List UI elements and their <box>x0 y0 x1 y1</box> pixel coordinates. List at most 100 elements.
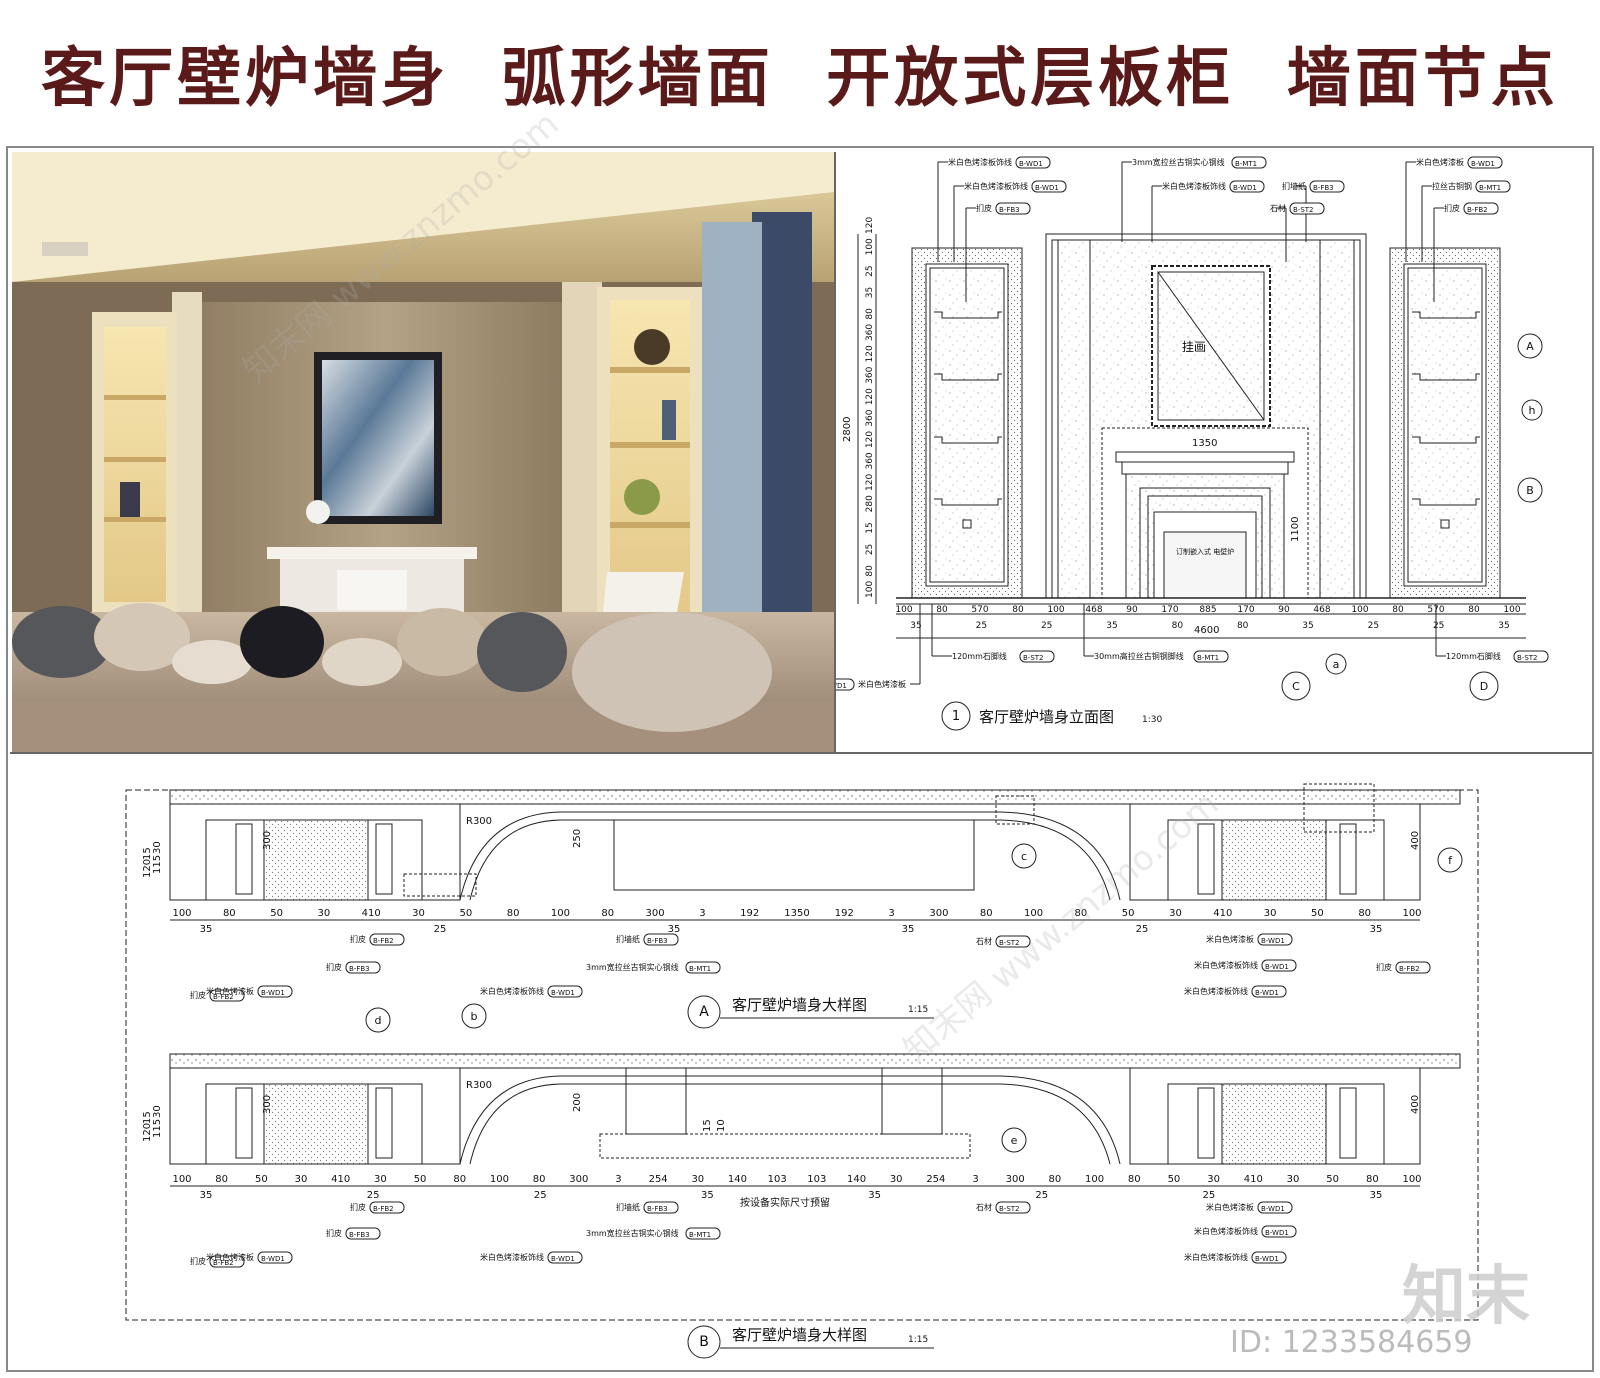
sb-dim-16: 103 <box>807 1174 826 1185</box>
sa-dim2-2: 35 <box>668 924 681 935</box>
sa-dim-11: 3 <box>699 908 705 919</box>
elev-bot-tag-1-badge <box>1193 650 1229 663</box>
sb-label-4: 米白色烤漆板饰线 <box>480 1252 544 1262</box>
sb-dim-3: 30 <box>295 1174 308 1185</box>
elev-bot-tag-1: B-MT1 <box>1197 654 1219 662</box>
sa-label-3: 米白色烤漆板 <box>206 986 254 996</box>
sb-label-0: 扪皮 <box>350 1202 366 1212</box>
sb-tag-5-badge <box>643 1201 679 1214</box>
sb-tag-8-badge <box>1257 1201 1293 1214</box>
sb-dim-22: 80 <box>1049 1174 1062 1185</box>
sa-tag-1-badge <box>209 989 245 1002</box>
elev-top-tag-4-badge <box>1229 180 1265 193</box>
elev-bot-label-2: 米白色烤漆板 <box>858 679 906 689</box>
living-room-photo <box>12 152 834 752</box>
elev-dim-a-16: 100 <box>1503 605 1520 615</box>
elev-top-label-7: 米白色烤漆板 <box>1416 157 1464 167</box>
elev-dim-a-8: 885 <box>1199 605 1216 615</box>
fire-height-dim: 1100 <box>1290 517 1301 542</box>
elev-dim-b-0: 35 <box>910 621 921 631</box>
marker-B: B <box>1526 484 1534 497</box>
sa-dim2-1: 25 <box>434 924 447 935</box>
sb-dim2-7: 35 <box>1370 1190 1383 1201</box>
sb-tag-1: B-FB2 <box>213 1259 234 1267</box>
marker-e: e <box>1011 1134 1018 1147</box>
sb-dim2-1: 25 <box>367 1190 380 1201</box>
sb-dim-6: 50 <box>414 1174 427 1185</box>
sb-label-6: 3mm宽拉丝古铜实心钢线 <box>586 1228 679 1238</box>
elev-dim-a-4: 100 <box>1047 605 1064 615</box>
sa-tag-7-badge <box>995 935 1031 948</box>
section-a-radius: R300 <box>466 816 492 827</box>
sb-tag-0-badge <box>369 1201 405 1214</box>
sa-dim-4: 410 <box>362 908 381 919</box>
sb-tag-4-badge <box>547 1251 583 1264</box>
height-dim: 2800 <box>842 417 853 442</box>
section-b-letter: B <box>699 1334 709 1350</box>
elev-top-label-6: 石材 <box>1270 203 1286 213</box>
sb-dim-8: 100 <box>490 1174 509 1185</box>
sa-dim-2: 50 <box>270 908 283 919</box>
elev-top-tag-7: B-WD1 <box>1471 160 1495 168</box>
marker-h: h <box>1529 404 1536 417</box>
elev-top-tag-2-badge <box>995 202 1031 215</box>
elev-left-dim-9: 120 <box>865 388 875 405</box>
elev-bot-tag-3: B-ST2 <box>1517 654 1538 662</box>
sa-tag-9: B-WD1 <box>1265 963 1289 971</box>
sa-dim-12: 192 <box>740 908 759 919</box>
elev-dim-a-10: 90 <box>1278 605 1290 615</box>
sb-dim2-0: 35 <box>200 1190 213 1201</box>
elev-top-tag-5-badge <box>1309 180 1345 193</box>
sa-tag-7: B-ST2 <box>999 939 1020 947</box>
sa-dim-10: 300 <box>646 908 665 919</box>
elev-top-tag-8-badge <box>1475 180 1511 193</box>
sa-dim-17: 80 <box>980 908 993 919</box>
sb-vdim-4: 300 <box>262 1095 273 1114</box>
sb-vdim-8: 400 <box>1410 1095 1421 1114</box>
sb-tag-2: B-FB3 <box>349 1231 370 1239</box>
sb-label-8: 米白色烤漆板 <box>1206 1202 1254 1212</box>
sb-dim-1: 80 <box>215 1174 228 1185</box>
elev-dim-b-3: 35 <box>1106 621 1117 631</box>
elev-dim-b-4: 80 <box>1172 621 1184 631</box>
sa-tag-8-badge <box>1257 933 1293 946</box>
sb-label-5: 扪墙纸 <box>616 1202 640 1212</box>
sa-tag-1: B-FB2 <box>213 993 234 1001</box>
sb-tag-6-badge <box>685 1227 721 1240</box>
elev-left-dim-1: 80 <box>865 565 875 577</box>
sa-dim2-5: 35 <box>1370 924 1383 935</box>
sb-tag-7-badge <box>995 1201 1031 1214</box>
sa-dim-0: 100 <box>172 908 191 919</box>
elev-top-tag-6: B-ST2 <box>1293 206 1314 214</box>
elev-left-dim-4: 280 <box>865 495 875 512</box>
sa-tag-10-badge <box>1251 985 1287 998</box>
fireplace-label: 订制嵌入式 电壁炉 <box>1176 547 1234 556</box>
sa-dim2-0: 35 <box>200 924 213 935</box>
marker-C: C <box>1292 680 1300 693</box>
sb-tag-1-badge <box>209 1255 245 1268</box>
sa-tag-11-badge <box>1395 961 1431 974</box>
sa-dim-24: 50 <box>1311 908 1324 919</box>
sb-dim-23: 100 <box>1085 1174 1104 1185</box>
sa-tag-2: B-FB3 <box>349 965 370 973</box>
sb-tag-4: B-WD1 <box>551 1255 575 1263</box>
sb-dim2-4: 35 <box>868 1190 881 1201</box>
marker-b: b <box>471 1010 478 1023</box>
sb-dim2-5: 25 <box>1035 1190 1048 1201</box>
section-a-scale: 1:15 <box>908 1005 928 1015</box>
sa-dim-13: 1350 <box>784 908 809 919</box>
sa-label-2: 扪皮 <box>326 962 342 972</box>
sa-label-7: 石材 <box>976 936 992 946</box>
sb-dim-9: 80 <box>533 1174 546 1185</box>
marker-D: D <box>1480 680 1488 693</box>
elev-left-dim-14: 35 <box>865 287 875 298</box>
sb-dim-27: 410 <box>1244 1174 1263 1185</box>
elev-dim-a-12: 100 <box>1351 605 1368 615</box>
sa-dim-15: 3 <box>888 908 894 919</box>
sb-dim-15: 103 <box>768 1174 787 1185</box>
elev-top-tag-8: B-MT1 <box>1479 184 1501 192</box>
sb-tag-3-badge <box>257 1251 293 1264</box>
elev-bot-tag-0: B-ST2 <box>1023 654 1044 662</box>
sb-label-3: 米白色烤漆板 <box>206 1252 254 1262</box>
sa-tag-9-badge <box>1261 959 1297 972</box>
